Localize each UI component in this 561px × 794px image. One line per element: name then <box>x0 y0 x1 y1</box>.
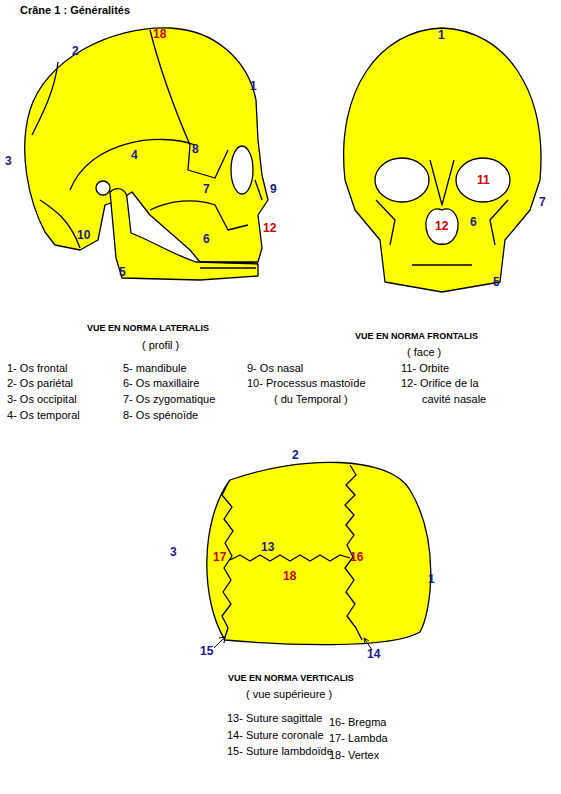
legend-item: 12- Orifice de la <box>401 377 479 390</box>
callout-number: 7 <box>539 196 546 210</box>
callout-number: 8 <box>192 143 199 157</box>
legend-item: 15- Suture lambdoïde <box>227 745 333 758</box>
frontal-skull <box>344 28 541 292</box>
legend-item: 5- mandibule <box>123 362 187 375</box>
callout-number: 10 <box>77 229 90 243</box>
legend-item: 1- Os frontal <box>7 362 68 375</box>
legend-item: ( du Temporal ) <box>274 393 348 406</box>
nasal-cavity <box>426 209 458 244</box>
callout-number: 6 <box>470 216 477 230</box>
callout-number: 12 <box>435 220 448 234</box>
superior-skull <box>207 462 431 650</box>
sutures <box>376 160 508 265</box>
view-subtitle: ( vue supérieure ) <box>246 688 332 701</box>
cranium-outline <box>344 28 541 292</box>
callout-number: 2 <box>72 45 79 59</box>
legend-item: 14- Suture coronale <box>227 729 324 742</box>
legend-item: 10- Processus mastoïde <box>247 377 366 390</box>
callout-number: 1 <box>438 29 445 43</box>
callout-number: 16 <box>350 551 363 565</box>
legend-item: 7- Os zygomatique <box>123 393 215 406</box>
legend-item: 6- Os maxillaire <box>123 377 199 390</box>
legend-item: 3- Os occipital <box>7 393 77 406</box>
view-title: VUE EN NORMA LATERALIS <box>87 323 209 333</box>
cranium-outline <box>25 28 268 262</box>
callout-number: 4 <box>131 149 138 163</box>
legend-item: 13- Suture sagittale <box>227 712 322 725</box>
view-subtitle: ( face ) <box>407 346 441 359</box>
legend-item: 4- Os temporal <box>7 409 80 422</box>
orbit <box>456 158 510 202</box>
callout-number: 3 <box>5 155 12 169</box>
callout-number: 3 <box>170 546 177 560</box>
view-title: VUE EN NORMA FRONTALIS <box>355 331 478 341</box>
orbit <box>231 146 253 194</box>
legend-item: 16- Bregma <box>329 716 386 729</box>
callout-number: 5 <box>493 276 500 290</box>
legend-item: 18- Vertex <box>329 749 379 762</box>
mandible-outline <box>110 189 258 280</box>
callout-number: 6 <box>203 233 210 247</box>
callout-number: 7 <box>203 183 210 197</box>
callout-number: 12 <box>263 222 276 236</box>
callout-number: 14 <box>367 648 380 662</box>
callout-number: 2 <box>292 449 299 463</box>
callout-number: 5 <box>119 266 126 280</box>
cranium-outline <box>207 462 431 644</box>
lateral-skull <box>25 28 268 280</box>
callout-number: 11 <box>477 174 490 188</box>
orbit <box>375 158 429 202</box>
leader-lines <box>214 637 372 650</box>
legend-item: 8- Os spénoïde <box>123 409 198 422</box>
view-title: VUE EN NORMA VERTICALIS <box>228 673 354 683</box>
callout-number: 9 <box>270 183 277 197</box>
callout-number: 17 <box>213 551 226 565</box>
callout-number: 1 <box>428 573 435 587</box>
page-title: Crâne 1 : Généralités <box>20 4 130 17</box>
view-subtitle: ( profil ) <box>142 339 179 352</box>
sutures <box>32 30 262 268</box>
callout-number: 1 <box>250 80 257 94</box>
callout-number: 18 <box>153 28 166 42</box>
legend-item: 9- Os nasal <box>247 362 303 375</box>
callout-number: 13 <box>261 541 274 555</box>
callout-number: 18 <box>283 570 296 584</box>
sutures <box>222 465 362 640</box>
legend-item: cavité nasale <box>422 393 486 406</box>
ear-hole <box>96 181 110 195</box>
legend-item: 11- Orbite <box>401 362 449 375</box>
legend-item: 17- Lambda <box>329 732 388 745</box>
legend-item: 2- Os pariétal <box>7 377 73 390</box>
callout-number: 15 <box>200 645 213 659</box>
